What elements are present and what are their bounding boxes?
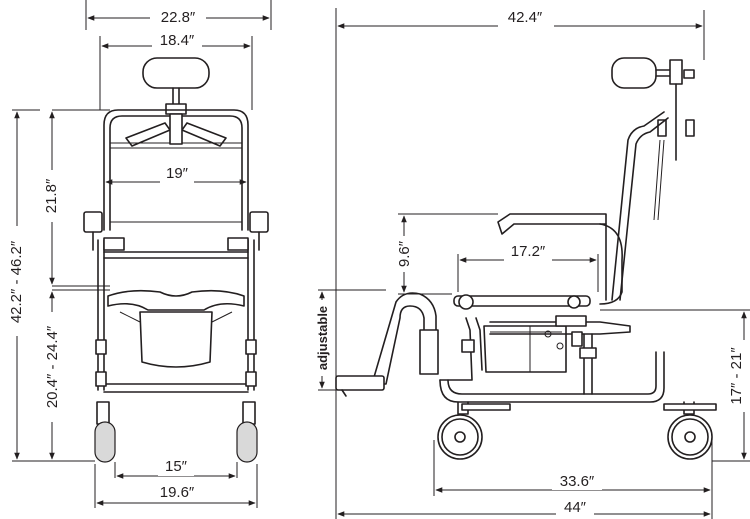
front-view-dimensions (6, 0, 272, 508)
seat-width-label: 18.4″ (160, 32, 195, 49)
wheel-outer-label: 19.6″ (160, 484, 195, 501)
front-left-wheel (94, 421, 116, 463)
total-height-label: 42.2″ - 46.2″ (8, 240, 25, 323)
front-right-wheel (236, 421, 258, 463)
side-headrest-pad (611, 57, 657, 89)
side-view-dimensions (312, 6, 750, 519)
overall-length-label: 42.4″ (508, 9, 543, 26)
arm-height-label: 9.6″ (396, 240, 413, 267)
seat-depth-label: 17.2″ (511, 243, 546, 260)
total-length-label: 44″ (564, 499, 587, 516)
adjustable-label: adjustable (315, 306, 330, 370)
back-width-label: 19″ (166, 165, 189, 182)
back-height-label: 21.8″ (43, 178, 60, 213)
headrest-pad (142, 57, 210, 89)
wheel-inner-label: 15″ (165, 458, 188, 475)
footplate (335, 375, 385, 391)
front-caster-wheel (667, 414, 713, 460)
overall-width-label: 22.8″ (161, 9, 196, 26)
seat-height-label: 20.4″ - 24.4″ (44, 325, 61, 408)
side-view-chair (335, 57, 717, 460)
rear-caster-wheel (437, 414, 483, 460)
floor-seat-label: 17″ - 21″ (728, 347, 745, 405)
wheelbase-label: 33.6″ (560, 473, 595, 490)
front-view-chair (83, 57, 269, 463)
